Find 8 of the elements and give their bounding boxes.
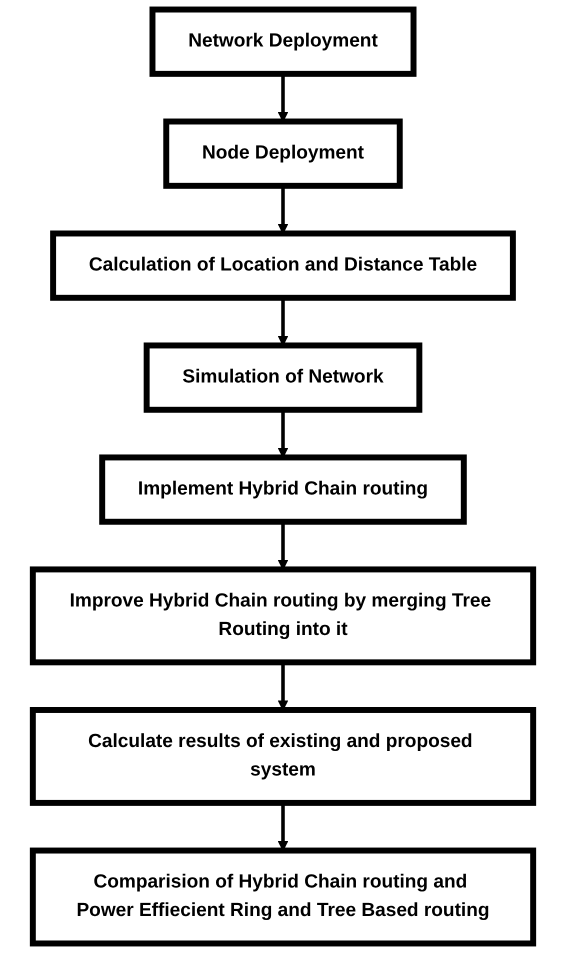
node-box: Calculate results of existing and proposed system	[30, 707, 536, 806]
node-box: Improve Hybrid Chain routing by merging Tree Routing into it	[30, 566, 536, 666]
node-box: Simulation of Network	[144, 342, 422, 413]
node-box: Comparision of Hybrid Chain routing and Power Effiecient Ring and Tree Based routing	[30, 848, 536, 946]
node-box: Implement Hybrid Chain routing	[99, 454, 467, 525]
node-box: Calculation of Location and Distance Table	[50, 230, 516, 301]
node-box: Node Deployment	[163, 118, 403, 189]
node-box: Network Deployment	[150, 6, 416, 77]
